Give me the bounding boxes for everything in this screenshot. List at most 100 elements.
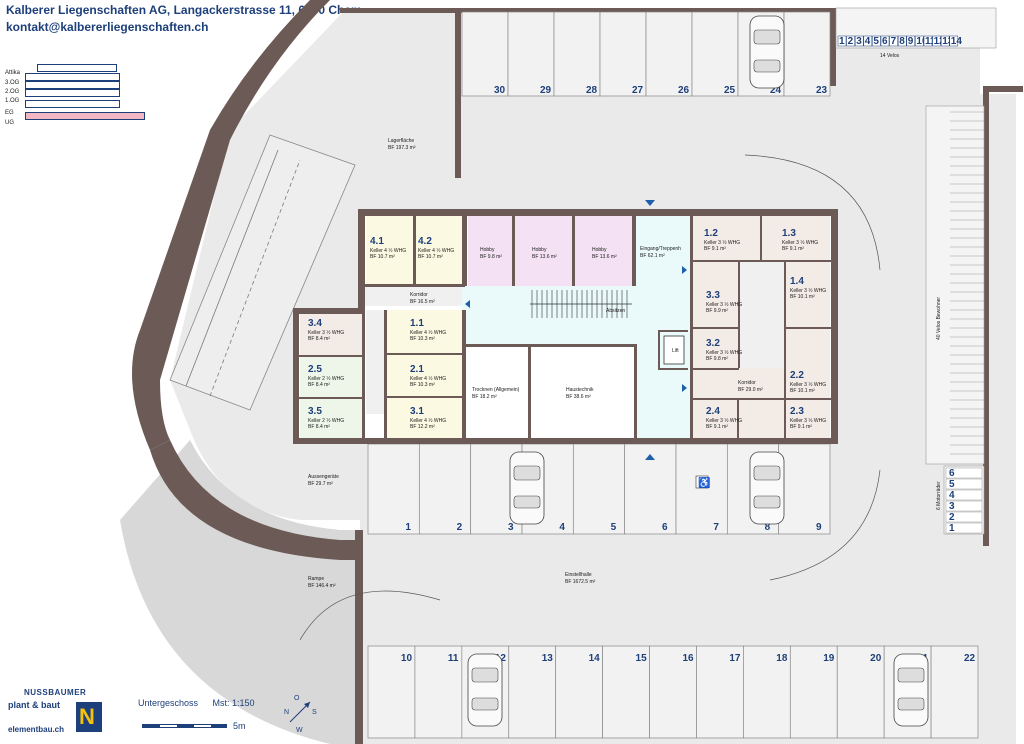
bike-slot: [897, 35, 907, 47]
room-name: Aussengeräte: [308, 474, 339, 480]
level-bar: [25, 81, 120, 89]
parking-space: [675, 443, 728, 535]
bike-slot-number: 1: [839, 36, 845, 47]
room-area: BF 13.6 m²: [532, 254, 557, 260]
bike-slot-number: 4: [865, 36, 871, 47]
motorbike-slot-number: 1: [949, 523, 955, 534]
parking-space: [645, 11, 693, 97]
entrance-arrow-icon: [645, 200, 655, 206]
level-bar: [37, 64, 117, 72]
cellar-id: 1.2: [704, 228, 718, 239]
company-logo: NUSSBAUMER plant & baut elementbau.ch N: [4, 688, 104, 738]
bike-slot: [923, 35, 933, 47]
bike-slot-number: 13: [942, 36, 954, 47]
bike-slot-number: 12: [934, 36, 946, 47]
parking-row-bottom: 10111213141516171819202122: [367, 645, 979, 739]
room-name: Eingang/Treppenh: [640, 246, 681, 252]
room-name: Korridor: [410, 292, 428, 298]
brand-url: elementbau.ch: [8, 725, 65, 734]
cellar-label: Keller 2 ½ WHG: [308, 417, 344, 424]
parking-space-number: 23: [816, 85, 828, 96]
room-area: BF 197.3 m²: [388, 145, 416, 151]
room-name: Hobby: [532, 247, 547, 253]
cellar-area: BF 10.1 m²: [790, 294, 815, 300]
cellar-id: 3.4: [308, 318, 322, 329]
company-address: Kalberer Liegenschaften AG, Langackerstr…: [6, 3, 362, 17]
direction-arrow-icon: [682, 266, 687, 274]
bike-slot: [932, 35, 941, 47]
cellar-area: BF 12.2 m²: [410, 424, 435, 430]
parking-space: [778, 443, 831, 535]
bike-slot: [854, 35, 864, 47]
cellar-id: 1.3: [782, 228, 796, 239]
room-name: Einstellhalle: [565, 572, 592, 578]
hobby-room: [514, 216, 572, 286]
room-name: Trocknen (Allgemein): [472, 387, 520, 393]
parking-space-number: 2: [457, 522, 463, 533]
wall-top-right: [830, 8, 836, 86]
direction-arrow-icon: [682, 384, 687, 392]
company-email[interactable]: kontakt@kalbererliegenschaften.ch: [6, 20, 209, 34]
bike-slot-number: 3: [856, 36, 862, 47]
cellar-id: 2.5: [308, 364, 322, 375]
bike-rack-right: [925, 105, 985, 465]
parking-space: [418, 443, 472, 535]
ramp-upper: [169, 134, 356, 411]
parking-space: [930, 645, 979, 739]
cellar-area: BF 10.7 m²: [370, 254, 395, 260]
wall-right: [983, 86, 989, 546]
hobby-room: [574, 216, 632, 286]
compass-o: O: [294, 695, 300, 702]
room-area: BF 9.8 m²: [480, 254, 502, 260]
cellar-area: BF 9.1 m²: [790, 424, 812, 430]
level-label: Attika: [5, 70, 21, 76]
parking-space-number: 8: [765, 522, 771, 533]
motorbike-slot: [945, 467, 983, 479]
cellar-area: BF 9.8 m²: [706, 356, 728, 362]
cellar-label: Keller 3 ½ WHG: [704, 239, 740, 246]
brand-name: NUSSBAUMER: [24, 688, 87, 697]
compass-w: W: [296, 727, 303, 734]
parking-space-number: 9: [816, 522, 822, 533]
parking-space: [414, 645, 463, 739]
cellar-id: 2.1: [410, 364, 424, 375]
outer-wall: [150, 440, 355, 560]
cellar-id: 1.4: [790, 276, 804, 287]
parking-space-number: 17: [729, 653, 741, 664]
wall-left-parking: [455, 8, 461, 178]
cellar-area: BF 8.4 m²: [308, 336, 330, 342]
parking-space-number: 10: [401, 653, 413, 664]
room-area: BF 38.6 m²: [566, 394, 591, 400]
parking-space-number: 28: [586, 85, 598, 96]
cellar-area: BF 9.1 m²: [782, 246, 804, 252]
svg-text:♿: ♿: [698, 476, 710, 489]
parking-space: [649, 645, 697, 739]
direction-arrow-icon: [465, 300, 470, 308]
parking-space: [367, 443, 420, 535]
cellar-label: Keller 3 ½ WHG: [706, 301, 742, 308]
floor-name: Untergeschoss: [138, 698, 199, 708]
scale-bar-label: 5m: [233, 721, 246, 731]
level-bar: [25, 100, 120, 108]
bike-slot-number: 2: [848, 36, 854, 47]
parking-space-number: 25: [724, 85, 736, 96]
cellar-label: Keller 3 ½ WHG: [790, 417, 826, 424]
compass-icon: N O S W: [284, 695, 317, 734]
hobby-room: [468, 216, 512, 286]
cellar-label: Keller 3 ½ WHG: [782, 239, 818, 246]
parking-space: [836, 645, 885, 739]
corridor: [462, 286, 636, 346]
stair-hall: [636, 216, 690, 440]
bike-slot: [889, 35, 898, 47]
cellar-area: BF 9.1 m²: [706, 424, 728, 430]
compass-s: S: [312, 709, 317, 716]
bike-slot-number: 10: [916, 36, 928, 47]
car-icon: [749, 15, 785, 89]
parking-space: [691, 11, 739, 97]
wheelchair-icon: [695, 475, 709, 489]
parking-space-number: 22: [964, 653, 976, 664]
parking-space-number: 16: [682, 653, 694, 664]
cellar-id: 3.5: [308, 406, 322, 417]
level-indicator: Attika 3.OG 2.OG 1.OG EG UG: [5, 60, 155, 130]
